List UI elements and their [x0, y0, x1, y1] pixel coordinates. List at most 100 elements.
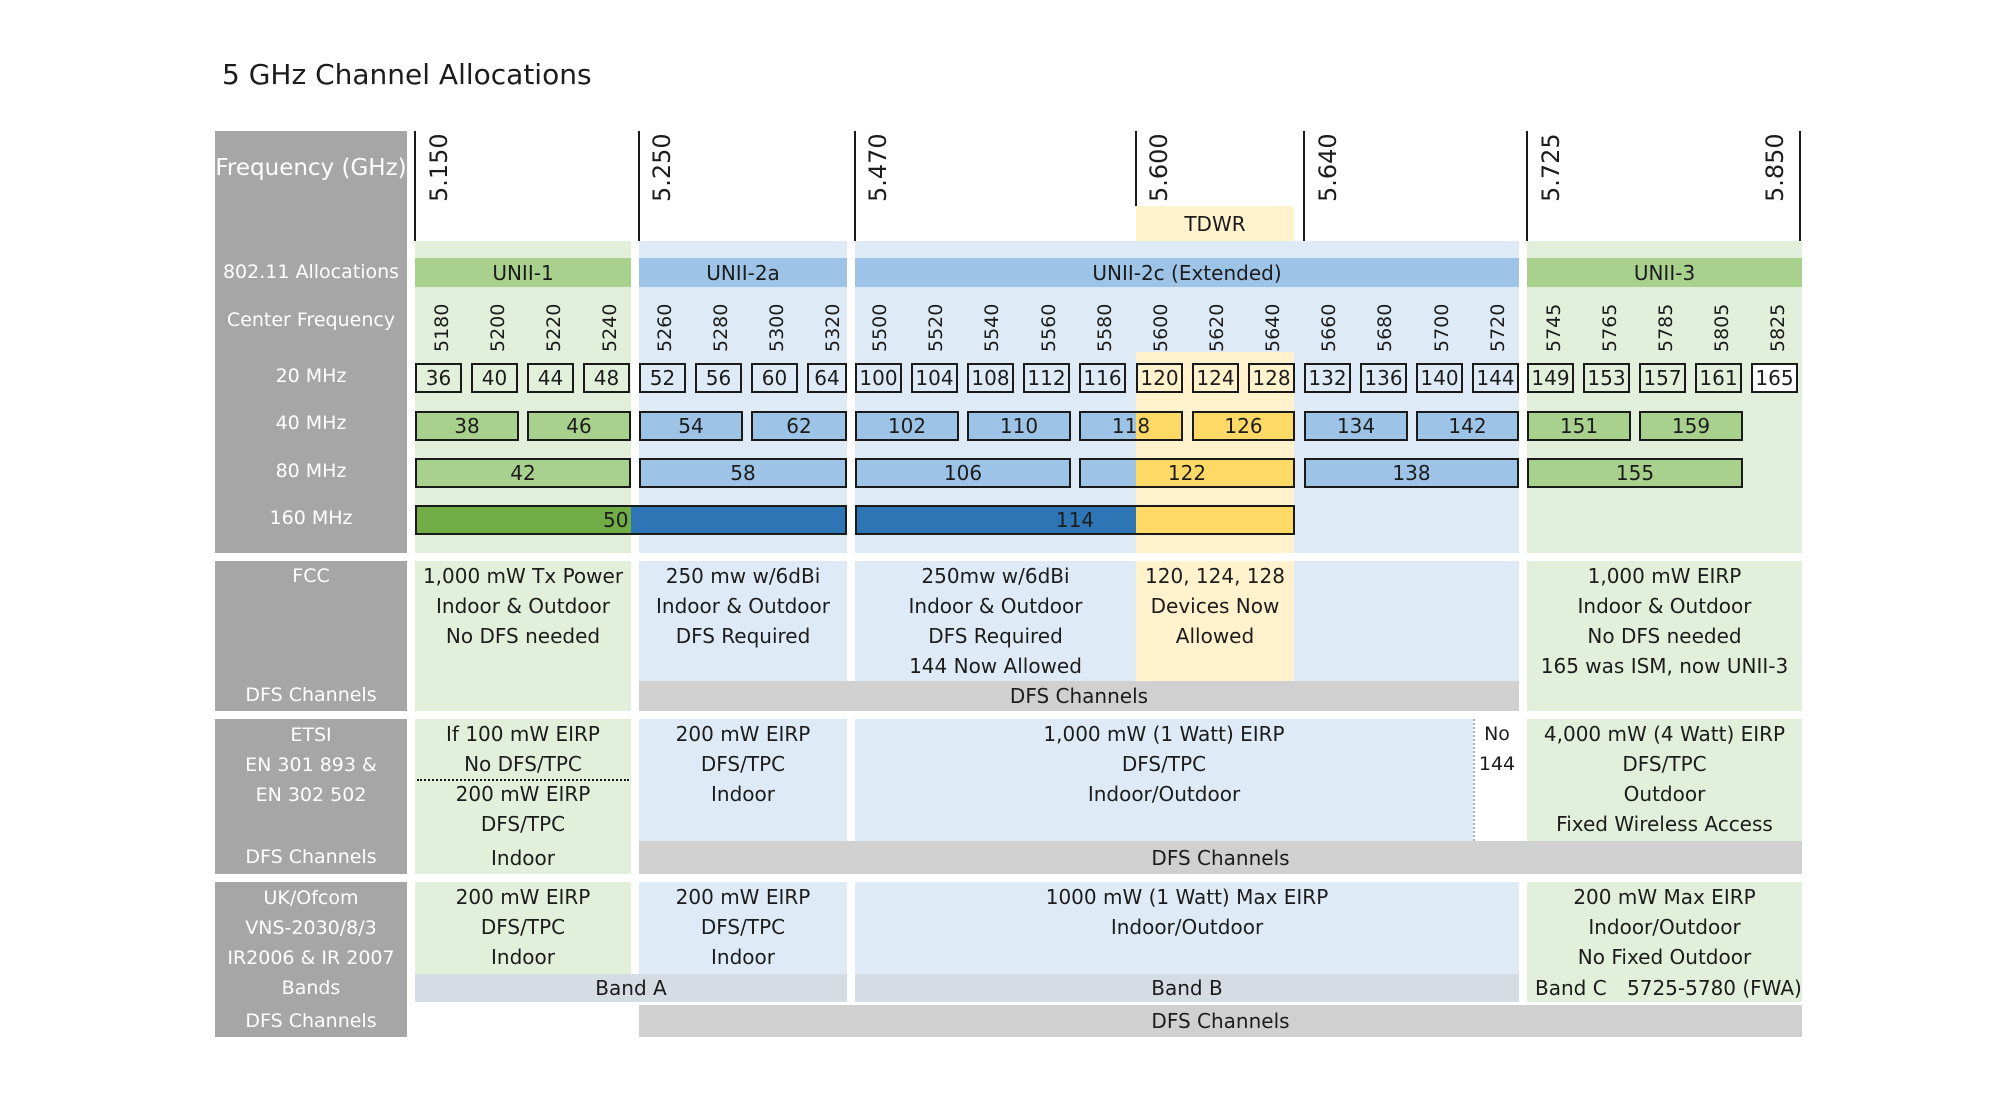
- fcc-dfs-label: DFS Channels: [1009, 684, 1149, 708]
- fcc-unii3-line: 165 was ISM, now UNII-3: [1540, 654, 1789, 678]
- fcc-unii3-line: Indoor & Outdoor: [1577, 594, 1752, 618]
- fcc-unii1-line: Indoor & Outdoor: [436, 594, 610, 618]
- etsi-unii2c-line: DFS/TPC: [1121, 752, 1207, 776]
- etsi-unii3-line: Outdoor: [1623, 782, 1706, 806]
- allocation-label: UNII-2a: [706, 260, 780, 285]
- channel-80mhz-box: 58: [639, 458, 847, 488]
- channel-20mhz-box: 144: [1472, 363, 1519, 393]
- row-label-etsi-2: EN 301 893 &: [245, 754, 377, 776]
- channel-40mhz-box: 126: [1192, 411, 1295, 441]
- channel-20mhz-box: 161: [1695, 363, 1742, 393]
- uk-unii2a-line: Indoor: [711, 945, 775, 969]
- uk-band-c-fwa-label: 5725-5780 (FWA): [1627, 976, 1802, 1000]
- row-label-80mhz: 80 MHz: [275, 460, 347, 482]
- fcc-unii2c-line: Indoor & Outdoor: [908, 594, 1083, 618]
- etsi-unii3-line: Fixed Wireless Access: [1556, 812, 1773, 836]
- center-frequency: 5620: [1206, 303, 1228, 352]
- allocation-unii3: UNII-3: [1527, 258, 1802, 287]
- fcc-unii3-line: No DFS needed: [1587, 624, 1742, 648]
- etsi-unii2c-background: [855, 719, 1473, 841]
- channel-80mhz-box: 122: [1079, 458, 1295, 488]
- etsi-no144-background: [1473, 719, 1519, 841]
- fcc-unii2c-line: DFS Required: [928, 624, 1063, 648]
- channel-20mhz-box: 44: [527, 363, 574, 393]
- uk-unii2c-background: [855, 882, 1519, 974]
- freq-line-5150: [414, 131, 416, 241]
- row-label-uk-3: IR2006 & IR 2007: [227, 947, 395, 969]
- center-frequency: 5805: [1711, 303, 1733, 352]
- channel-40mhz-box: 102: [855, 411, 959, 441]
- fcc-tdwr-line: Allowed: [1175, 624, 1255, 648]
- row-label-frequency: Frequency (GHz): [215, 155, 407, 181]
- uk-unii2a-line: 200 mW EIRP: [675, 885, 811, 909]
- channel-20mhz-box: 56: [695, 363, 742, 393]
- allocation-unii1: UNII-1: [415, 258, 631, 287]
- uk-unii1-line: DFS/TPC: [480, 915, 566, 939]
- row-label-fcc-dfs: DFS Channels: [245, 684, 377, 706]
- center-frequency: 5745: [1543, 303, 1565, 352]
- fcc-tdwr-line: Devices Now: [1150, 594, 1280, 618]
- channel-80mhz-box: 106: [855, 458, 1071, 488]
- channel-20mhz-box: 132: [1304, 363, 1351, 393]
- label-column-uk: [215, 882, 407, 1037]
- uk-unii2a-background: [639, 882, 847, 974]
- uk-unii1-line: 200 mW EIRP: [455, 885, 591, 909]
- channel-40mhz-box: 151: [1527, 411, 1631, 441]
- freq-mark: 5.600: [1145, 133, 1173, 202]
- channel-20mhz-box: 100: [855, 363, 902, 393]
- etsi-unii1-background: [415, 719, 631, 874]
- freq-line-5600: [1135, 131, 1137, 206]
- row-label-fcc: FCC: [292, 565, 330, 587]
- center-frequency: 5520: [925, 303, 947, 352]
- center-frequency: 5300: [766, 303, 788, 352]
- fcc-unii1-line: No DFS needed: [445, 624, 601, 648]
- unii2a-background: [639, 241, 847, 553]
- etsi-unii1-bottom-line: 200 mW EIRP: [455, 782, 591, 806]
- allocation-unii2c: UNII-2c (Extended): [855, 258, 1519, 287]
- channel-20mhz-box: 64: [807, 363, 847, 393]
- allocation-unii2a: UNII-2a: [639, 258, 847, 287]
- channel-20mhz-box: 120: [1136, 363, 1183, 393]
- row-label-uk-2: VNS-2030/8/3: [245, 917, 377, 939]
- etsi-unii1-bottom-line: DFS/TPC: [480, 812, 566, 836]
- channel-40mhz-box: 46: [527, 411, 631, 441]
- freq-mark: 5.150: [425, 133, 453, 202]
- etsi-unii2c-line: Indoor/Outdoor: [1087, 782, 1241, 806]
- channel-40mhz-box: 159: [1639, 411, 1743, 441]
- allocation-label: UNII-3: [1633, 260, 1696, 285]
- fcc-unii2c-line: 144 Now Allowed: [909, 654, 1082, 678]
- etsi-unii2a-line: Indoor: [711, 782, 775, 806]
- center-frequency: 5280: [710, 303, 732, 352]
- center-frequency: 5600: [1150, 303, 1172, 352]
- fcc-unii1-background: [415, 561, 631, 711]
- fcc-unii3-background: [1527, 561, 1802, 711]
- center-frequency: 5700: [1431, 303, 1453, 352]
- channel-20mhz-box: 40: [471, 363, 518, 393]
- fcc-unii2a-background: [639, 561, 847, 681]
- label-column-fcc: [215, 561, 407, 711]
- freq-line-5250: [638, 131, 640, 241]
- etsi-unii1-top-line: If 100 mW EIRP: [446, 722, 600, 746]
- row-label-40mhz: 40 MHz: [275, 412, 347, 434]
- uk-band-b-bar: [855, 974, 1519, 1002]
- unii3-background: [1527, 241, 1802, 553]
- freq-mark: 5.250: [648, 133, 676, 202]
- fcc-tdwr-line: 120, 124, 128: [1145, 564, 1285, 588]
- channel-20mhz-box: 165: [1751, 363, 1798, 393]
- fcc-unii2a-line: 250 mw w/6dBi: [665, 564, 821, 588]
- freq-mark: 5.640: [1314, 133, 1342, 202]
- freq-line-5470: [854, 131, 856, 241]
- channel-40mhz-box: 118: [1079, 411, 1183, 441]
- center-frequency: 5200: [487, 303, 509, 352]
- label-column-etsi: [215, 719, 407, 874]
- center-frequency: 5560: [1038, 303, 1060, 352]
- uk-band-b-label: Band B: [1151, 976, 1223, 1000]
- fcc-unii2c-line: 250mw w/6dBi: [921, 564, 1070, 588]
- fcc-unii2a-line: Indoor & Outdoor: [656, 594, 830, 618]
- channel-20mhz-box: 104: [911, 363, 958, 393]
- center-frequency: 5680: [1374, 303, 1396, 352]
- etsi-no144-line: No: [1484, 723, 1510, 745]
- channel-20mhz-box: 149: [1527, 363, 1574, 393]
- channel-20mhz-box: 60: [751, 363, 798, 393]
